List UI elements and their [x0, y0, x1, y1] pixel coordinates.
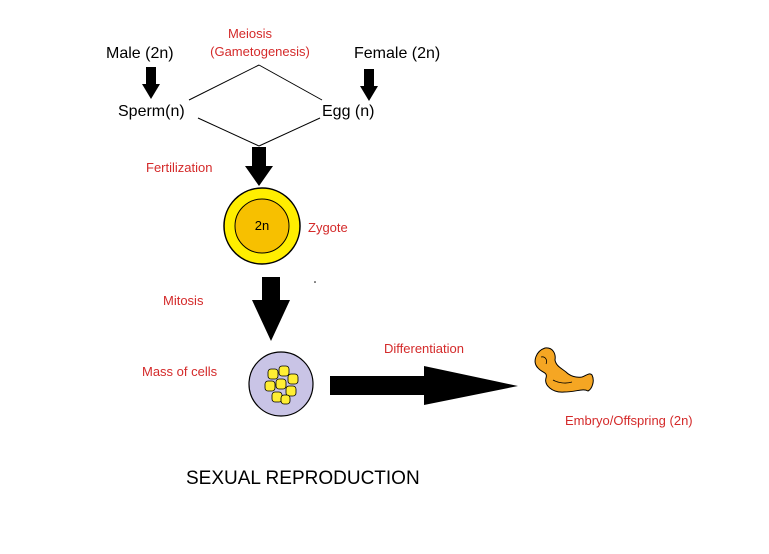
egg-label: Egg (n)	[322, 103, 374, 120]
gametogenesis-label: (Gametogenesis)	[210, 44, 310, 59]
meiosis-label: Meiosis	[228, 26, 273, 41]
fertilization-label: Fertilization	[146, 160, 212, 175]
differentiation-label: Differentiation	[384, 341, 464, 356]
mass-of-cells-label: Mass of cells	[142, 364, 218, 379]
meiosis-line-right-top	[258, 64, 323, 101]
differentiation-arrow	[330, 366, 518, 405]
meiosis-line-left-top	[188, 64, 260, 101]
cell-mass-icon	[248, 351, 314, 417]
mitosis-arrow	[252, 277, 290, 341]
zygote-cell-icon	[223, 187, 301, 265]
zygote-ploidy-label: 2n	[255, 218, 269, 233]
female-label: Female (2n)	[354, 45, 440, 62]
male-label: Male (2n)	[106, 45, 174, 62]
fertilization-line-right	[258, 117, 321, 147]
male-to-sperm-arrow	[142, 67, 160, 99]
fertilization-line-left	[197, 117, 260, 147]
stray-dot	[314, 281, 316, 283]
embryo-label: Embryo/Offspring (2n)	[565, 413, 693, 428]
zygote-label: Zygote	[308, 220, 348, 235]
embryo-icon	[534, 347, 594, 393]
sperm-label: Sperm(n)	[118, 103, 185, 120]
fertilization-arrow	[245, 147, 273, 186]
mitosis-label: Mitosis	[163, 293, 204, 308]
female-to-egg-arrow	[360, 69, 378, 101]
diagram-title: SEXUAL REPRODUCTION	[186, 468, 420, 489]
